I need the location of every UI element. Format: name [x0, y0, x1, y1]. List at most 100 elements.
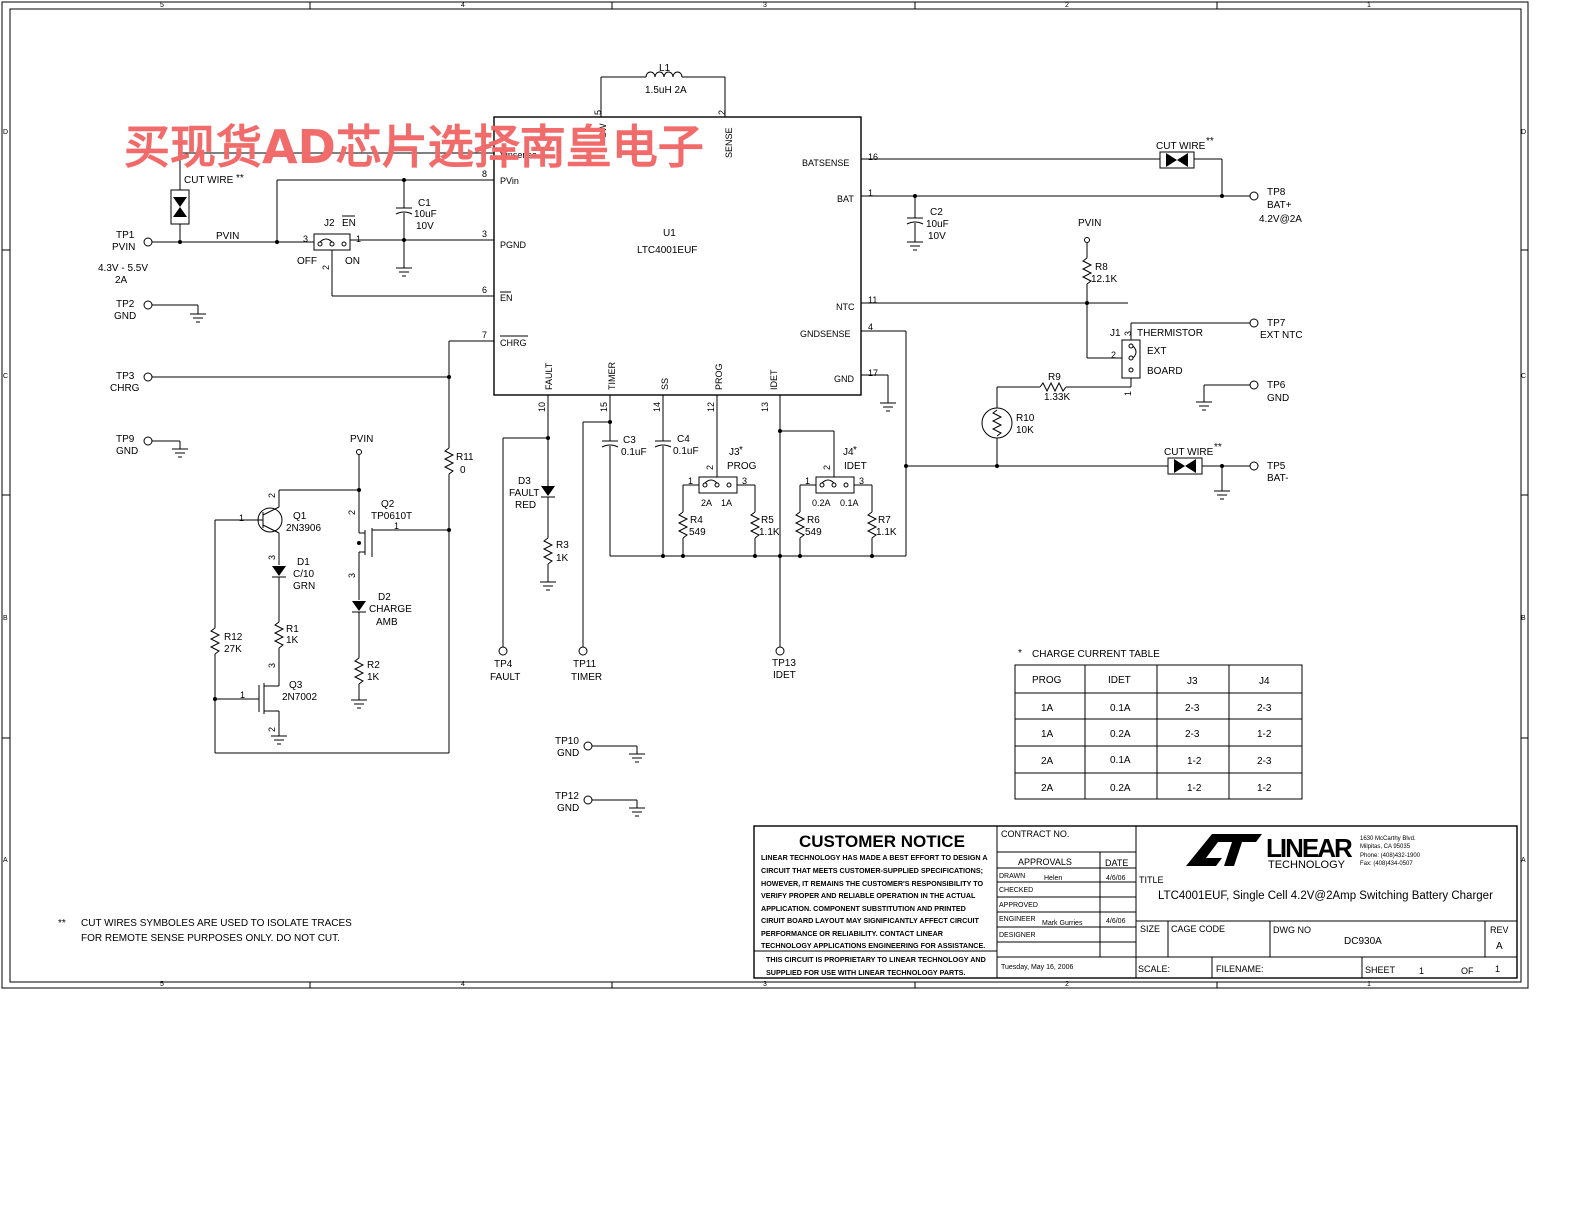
q3-pin2: 2 — [267, 727, 277, 732]
tp8-pad[interactable] — [1249, 191, 1259, 201]
checked-label: CHECKED — [999, 887, 1033, 894]
pin-ss: SS — [660, 378, 670, 390]
tp10-name: GND — [557, 748, 579, 759]
j1-l1: THERMISTOR — [1137, 328, 1203, 339]
pin-num-17: 17 — [868, 368, 878, 378]
c2-volt: 10V — [928, 231, 946, 242]
tp5-name: BAT- — [1267, 473, 1288, 484]
r10-value: 10K — [1016, 425, 1034, 436]
rev-label: REV — [1490, 925, 1509, 935]
pin-vinsense: Vinsense — [500, 150, 537, 160]
engineer-name: Mark Gurries — [1042, 920, 1083, 927]
d3-l2: RED — [515, 500, 536, 511]
border-col-4-bottom: 4 — [461, 981, 465, 988]
pin-pgnd: PGND — [500, 240, 527, 250]
d1-ref: D1 — [297, 557, 310, 568]
j3-pin3: 3 — [742, 476, 747, 486]
c2-value: 10uF — [926, 219, 949, 230]
r12-ref: R12 — [224, 632, 243, 643]
r2-ref: R2 — [367, 660, 380, 671]
pin-batsense: BATSENSE — [802, 158, 849, 168]
tp12-ref: TP12 — [555, 791, 579, 802]
size-label: SIZE — [1140, 924, 1160, 934]
tp1-pad[interactable] — [143, 237, 153, 247]
j2-ref: J2 — [324, 218, 335, 229]
tp4-ref: TP4 — [494, 659, 513, 670]
sheet-total: 1 — [1495, 964, 1500, 974]
r10-ref: R10 — [1016, 413, 1035, 424]
pvin-net-label: PVIN — [216, 231, 239, 242]
table-star: * — [1018, 648, 1022, 659]
pvin-label-2: PVIN — [350, 434, 373, 445]
pin-fault: FAULT — [544, 362, 554, 390]
j3-label: PROG — [727, 461, 757, 472]
engineer-label: ENGINEER — [999, 916, 1036, 923]
drawn-by: Helen — [1044, 875, 1062, 882]
c4-ref: C4 — [677, 434, 690, 445]
j2-on: ON — [345, 256, 360, 267]
tp1-name: PVIN — [112, 242, 135, 253]
tp5-pad[interactable] — [1249, 461, 1259, 471]
c1-ref: C1 — [418, 198, 431, 209]
tp7-ref: TP7 — [1267, 318, 1286, 329]
tp6-pad[interactable] — [1249, 380, 1259, 390]
tp8-ref: TP8 — [1267, 187, 1286, 198]
tp2-pad[interactable] — [143, 300, 153, 310]
dwg-no-value: DC930A — [1344, 936, 1382, 947]
address-line: Phone: (408)432-1900 — [1360, 853, 1421, 859]
border-col-2: 2 — [1065, 2, 1069, 9]
tp7-pad[interactable] — [1249, 318, 1259, 328]
tp3-pad[interactable] — [143, 372, 153, 382]
tp13-pad[interactable] — [775, 646, 785, 656]
j1-pin1: 1 — [1123, 391, 1133, 396]
r12-value: 27K — [224, 644, 242, 655]
r4-value: 549 — [689, 527, 706, 538]
address-line: Fax: (408)434-0507 — [1360, 861, 1413, 867]
tp8-note: 4.2V@2A — [1259, 214, 1302, 225]
contract-no: CONTRACT NO. — [1001, 829, 1069, 839]
linear-technology-logo: LINEAR TECHNOLOGY — [1186, 833, 1355, 871]
tp9-pad[interactable] — [143, 436, 153, 446]
dwg-no-label: DWG NO — [1273, 925, 1311, 935]
r2-value: 1K — [367, 672, 380, 683]
cut-wire-1-label: CUT WIRE — [184, 175, 234, 186]
j1-pin3: 3 — [1123, 331, 1133, 336]
l1-ref: L1 — [659, 63, 671, 74]
cut-wire-2-stars: ** — [1206, 136, 1214, 147]
r1-value: 1K — [286, 635, 299, 646]
pin-num-1: 1 — [868, 188, 873, 198]
proprietary-line: THIS CIRCUIT IS PROPRIETARY TO LINEAR TE… — [766, 955, 986, 964]
tp10-pad[interactable] — [583, 741, 593, 751]
tp12-pad[interactable] — [583, 795, 593, 805]
r4-ref: R4 — [690, 515, 703, 526]
pin-num-3: 3 — [482, 229, 487, 239]
pin-num-7: 7 — [482, 330, 487, 340]
pin-num-4: 4 — [868, 322, 873, 332]
r9-value: 1.33K — [1044, 392, 1070, 403]
tp4-pad[interactable] — [498, 646, 508, 656]
j4-opt-b: 0.1A — [840, 498, 859, 508]
q2-ref: Q2 — [381, 499, 395, 510]
inductor-l1: L1 1.5uH 2A — [601, 63, 725, 96]
notice-line: CIRUIT BOARD LAYOUT MAY SIGNIFICANTLY AF… — [761, 916, 980, 925]
q2-pin3: 3 — [347, 573, 357, 578]
tp8-name: BAT+ — [1267, 200, 1292, 211]
j3-star: * — [739, 445, 743, 456]
pin-num-14: 14 — [652, 402, 662, 412]
sheet-label: SHEET — [1365, 965, 1396, 975]
tp11-pad[interactable] — [578, 646, 588, 656]
table-cell: 1-2 — [1257, 729, 1272, 740]
c1-value: 10uF — [414, 209, 437, 220]
table-cell: 1-2 — [1187, 783, 1202, 794]
pin-gnd: GND — [834, 374, 855, 384]
tp5-ref: TP5 — [1267, 461, 1286, 472]
j2-en: EN — [342, 218, 356, 229]
charge-current-table: * CHARGE CURRENT TABLE PROG IDET J3 J4 1… — [1014, 648, 1303, 800]
q2-pin1: 1 — [394, 521, 399, 531]
border-col-2-bottom: 2 — [1065, 981, 1069, 988]
approved-label: APPROVED — [999, 902, 1038, 909]
table-cell: 0.2A — [1110, 729, 1131, 740]
r6-ref: R6 — [807, 515, 820, 526]
d3-ref: D3 — [518, 476, 531, 487]
